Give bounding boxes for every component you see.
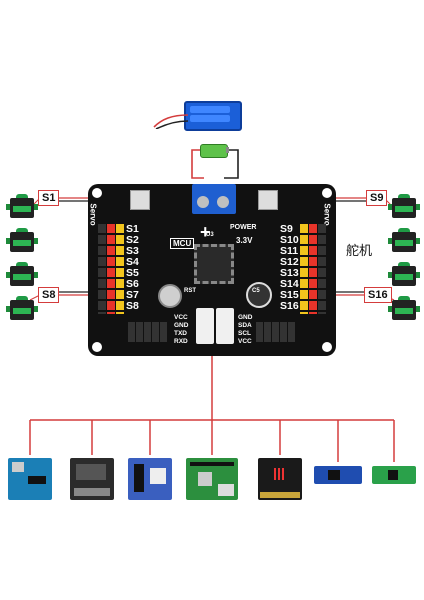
board-micro-bit-icon [258,458,302,500]
mounting-hole [322,342,332,352]
capacitor [246,282,272,308]
plus-icon: + [200,222,211,242]
signal-label: TXD [174,330,187,337]
voltage-label: 3.3V [236,236,253,245]
servo-motor-icon [388,194,420,220]
channel-label: S13 [280,267,299,279]
channel-label: S16 [280,300,299,312]
signal-label: GND [238,314,253,321]
battery-pack [153,97,242,133]
left-io-header [128,322,168,342]
mounting-hole [92,342,102,352]
signal-label: VCC [238,338,252,345]
voltage-regulator [258,190,278,210]
servo-driver-board: Servo Servo S1 S2 S3 S4 S5 S6 S7 S8 S9 S… [88,184,336,356]
servo-motor-icon [6,194,38,220]
channel-label: S5 [126,267,139,279]
mounting-hole [322,188,332,198]
servo-header-text-left: Servo [88,203,98,226]
channel-label: S10 [280,234,299,246]
battery-cell [190,115,230,122]
right-servo-header [300,224,326,314]
channel-label: S6 [126,278,139,290]
board-raspberry-pi-icon [186,458,238,500]
channel-label: S14 [280,278,299,290]
channel-label: S8 [126,300,139,312]
channel-label: S4 [126,256,139,268]
board-raspberry-pi-pico-icon [372,466,416,484]
servo-motor-icon [388,296,420,322]
mcu-chip [194,244,234,284]
channel-label: S15 [280,289,299,301]
signal-label: RXD [174,338,188,345]
servo-motor-icon [6,296,38,322]
board-arduino-uno-icon [8,458,52,500]
channel-label: S1 [126,223,139,235]
channel-label: S12 [280,256,299,268]
reset-button[interactable] [158,284,182,308]
signal-label: VCC [174,314,188,321]
servo-motor-icon [6,228,38,254]
channel-label: S3 [126,245,139,257]
servo-motor-icon [6,262,38,288]
battery-cell [190,106,230,113]
signal-label: SCL [238,330,251,337]
power-label: POWER [230,224,257,231]
servo-header-text-right: Servo [322,203,332,226]
right-io-header [256,322,296,342]
battery-terminal [226,147,229,153]
voltage-regulator [130,190,150,210]
left-servo-header [98,224,124,314]
label-s16: S16 [364,287,392,303]
board-stm32-blue-pill-icon [314,466,362,484]
i2c-connector [196,308,214,344]
label-s8: S8 [38,287,60,303]
channel-label: S11 [280,245,299,257]
board-jetson-nano-icon [70,458,114,500]
ic-label: U3 [206,232,214,238]
capacitor-label: C5 [252,288,260,294]
signal-label: GND [174,322,189,329]
channel-label: S2 [126,234,139,246]
servo-motor-icon [388,228,420,254]
battery-wires-icon [153,114,189,129]
servo-motor-icon [388,262,420,288]
label-s9: S9 [366,190,388,206]
board-esp32-expansion-icon [128,458,172,500]
signal-label: SDA [238,322,252,329]
servo-chinese-label: 舵机 [346,243,373,258]
channel-label: S9 [280,223,293,235]
i2c-connector [216,308,234,344]
label-s1: S1 [38,190,60,206]
reset-label: RST [184,288,196,294]
mounting-hole [92,188,102,198]
power-screw-terminal [192,184,236,214]
channel-label: S7 [126,289,139,301]
mcu-label: MCU [170,238,195,249]
